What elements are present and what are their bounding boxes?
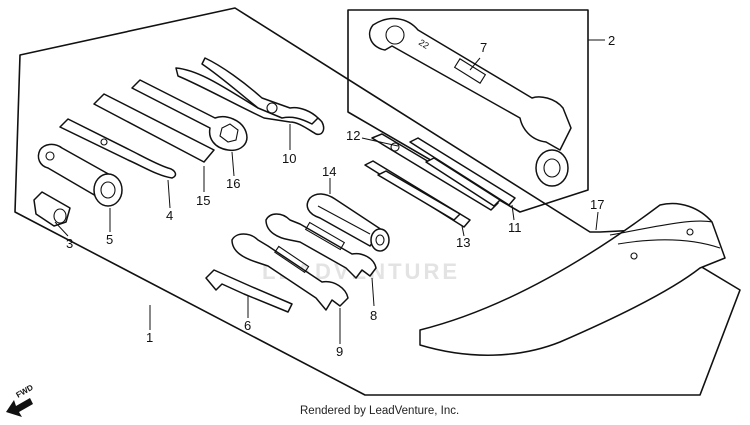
callout-12: 12: [346, 128, 360, 143]
socket-3: [33, 191, 71, 227]
callout-16: 16: [226, 176, 240, 191]
open-wrench-8: [265, 213, 377, 279]
wrench-16: [131, 79, 248, 152]
callout-13: 13: [456, 235, 470, 250]
callout-6: 6: [244, 318, 251, 333]
callout-2: 2: [608, 33, 615, 48]
tool-kit-outline: [14, 7, 741, 396]
screwdriver-handle-14: [306, 193, 390, 252]
fwd-direction-marker: FWD: [6, 383, 35, 417]
svg-text:22: 22: [417, 37, 431, 51]
fwd-label: FWD: [15, 383, 35, 400]
screwdriver-11: [409, 137, 516, 207]
open-wrench-9: [231, 233, 349, 311]
leader-lines: [54, 39, 605, 344]
callout-8: 8: [370, 308, 377, 323]
pliers-10: [175, 57, 325, 136]
callout-4: 4: [166, 208, 173, 223]
render-credit: Rendered by LeadVenture, Inc.: [300, 405, 459, 417]
ring-wrench-7: 22: [368, 17, 572, 187]
hex-key-6: [205, 269, 293, 313]
callout-5: 5: [106, 232, 113, 247]
tool-bag-17: [419, 202, 726, 356]
screwdriver-13: [364, 160, 471, 228]
pin-spanner-4: [59, 118, 177, 179]
callout-15: 15: [196, 193, 210, 208]
callout-17: 17: [590, 197, 604, 212]
fwd-arrow-icon: [6, 398, 33, 417]
callout-10: 10: [282, 151, 296, 166]
plug-wrench-5: [37, 143, 123, 207]
callout-7: 7: [480, 40, 487, 55]
callout-11: 11: [508, 220, 522, 235]
callout-1: 1: [146, 330, 153, 345]
callout-3: 3: [66, 236, 73, 251]
flat-bar-15: [93, 93, 215, 163]
callout-9: 9: [336, 344, 343, 359]
inset-box-outline: [347, 9, 589, 213]
callout-14: 14: [322, 164, 336, 179]
